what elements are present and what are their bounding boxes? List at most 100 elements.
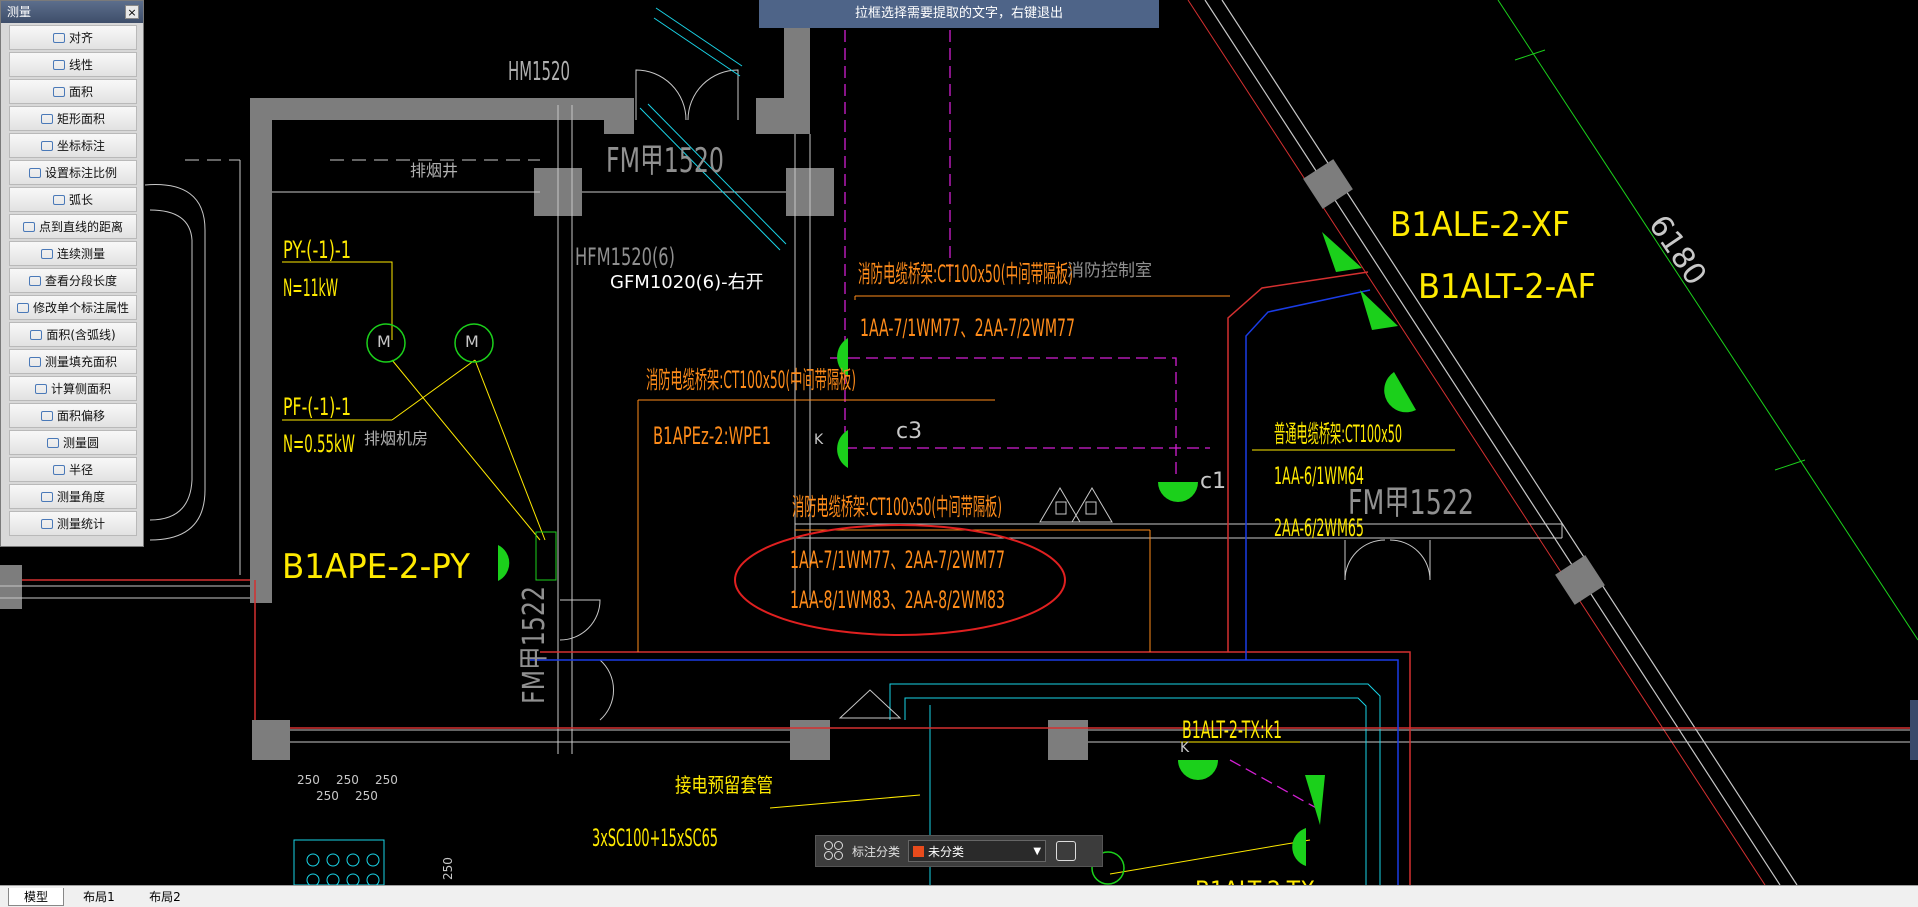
fan-power-py: N=11kW: [283, 274, 338, 302]
tool-arc-length-button[interactable]: 弧长: [9, 187, 137, 212]
angle-icon: [40, 491, 53, 502]
arc-icon: [52, 194, 65, 205]
tool-modify-button[interactable]: 修改单个标注属性: [9, 295, 137, 320]
label-k: K: [814, 432, 824, 448]
tool-label: 弧长: [68, 193, 93, 207]
fan-label-py: PY-(-1)-1: [283, 236, 351, 264]
annotation-category-toolbar: 标注分类 未分类 ▼: [815, 835, 1103, 867]
category-select[interactable]: 未分类 ▼: [908, 840, 1047, 862]
tab-layout1[interactable]: 布局1: [83, 890, 115, 904]
tool-label: 连续测量: [56, 247, 105, 261]
arc-area-icon: [30, 329, 43, 340]
room-label-smoke-shaft: 排烟井: [410, 161, 458, 180]
tool-align-button[interactable]: 对齐: [9, 25, 137, 50]
edit-icon[interactable]: [1056, 841, 1077, 861]
blue-tray-route: [530, 289, 1399, 885]
tool-arc-area-button[interactable]: 面积(含弧线): [9, 322, 137, 347]
column-block: [1303, 159, 1353, 209]
rect-area-icon: [40, 113, 53, 124]
tool-label: 点到直线的距离: [38, 220, 123, 234]
tool-continuous-button[interactable]: 连续测量: [9, 241, 137, 266]
normal-circuit-1: 1AA-6/1WM64: [1274, 462, 1364, 490]
motor-label: M: [465, 332, 479, 351]
tool-rect-area-button[interactable]: 矩形面积: [9, 106, 137, 131]
tool-segment-button[interactable]: 查看分段长度: [9, 268, 137, 293]
tool-label: 测量圆: [62, 436, 99, 450]
panel-label-b1apez: B1APEz-2:WPE1: [653, 422, 771, 450]
category-value: 未分类: [928, 844, 965, 859]
dimension-6180: 6180: [1641, 209, 1713, 292]
door-swing: [559, 69, 1431, 721]
tool-label: 查看分段长度: [44, 274, 117, 288]
palette-title-bar[interactable]: 测量 ×: [1, 1, 143, 23]
segment-icon: [28, 275, 41, 286]
hatch-symbols: [838, 487, 1113, 719]
normal-circuit-2: 2AA-6/2WM65: [1274, 514, 1364, 542]
tray-label-fire-3: 消防电缆桥架:CT100x50(中间带隔板): [792, 493, 1002, 521]
door-label-fm1522: FM甲1522: [1348, 483, 1474, 523]
panel-label-b1alt-tx: B1ALT-2-TX:k1: [1182, 716, 1282, 744]
tool-radius-button[interactable]: 半径: [9, 457, 137, 482]
tool-side-area-button[interactable]: 计算侧面积: [9, 376, 137, 401]
right-edge-handle[interactable]: [1910, 700, 1918, 760]
panel-label-b1ale: B1ALE-2-XF: [1390, 205, 1570, 245]
tab-model[interactable]: 模型: [8, 888, 64, 906]
measure-palette[interactable]: 测量 × 对齐 线性 面积 矩形面积 坐标标注 设置标注比例 弧长 点到直线的距…: [0, 0, 144, 547]
sleeve-grid: [293, 839, 385, 885]
sleeve-spec: 3xSC100+15xSC65: [592, 824, 718, 852]
tray-label-fire-1: 消防电缆桥架:CT100x50(中间带隔板): [858, 260, 1073, 288]
diagonal-red-line: [1187, 0, 1766, 885]
linear-icon: [52, 59, 65, 70]
circle-icon: [46, 437, 59, 448]
svg-text:250: 250: [336, 773, 359, 787]
label-c3: c3: [896, 419, 922, 444]
label-c1: c1: [1200, 469, 1226, 494]
panel-label-b1ape: B1APE-2-PY: [282, 547, 470, 587]
tool-scale-button[interactable]: 设置标注比例: [9, 160, 137, 185]
continuous-icon: [40, 248, 53, 259]
panel-label-b1alt-bottom: B1ALT-2-TX: [1195, 876, 1315, 885]
tool-label: 测量统计: [56, 517, 105, 531]
scale-icon: [28, 167, 41, 178]
column-block: [1555, 555, 1605, 605]
tool-label: 半径: [68, 463, 93, 477]
tool-circle-button[interactable]: 测量圆: [9, 430, 137, 455]
svg-text:250: 250: [355, 789, 378, 803]
fan-label-pf: PF-(-1)-1: [283, 393, 351, 421]
sleeve-label: 接电预留套管: [675, 773, 773, 797]
tab-layout2[interactable]: 布局2: [149, 890, 181, 904]
diagonal-wall: [1204, 0, 1798, 885]
tool-area-button[interactable]: 面积: [9, 79, 137, 104]
svg-text:250: 250: [297, 773, 320, 787]
close-button[interactable]: ×: [125, 5, 139, 19]
cad-drawing-canvas[interactable]: M M HM1520 排烟井 FM甲1520 HFM1520(6) GFM102…: [0, 0, 1918, 885]
tool-linear-button[interactable]: 线性: [9, 52, 137, 77]
radius-icon: [52, 464, 65, 475]
svg-text:250: 250: [375, 773, 398, 787]
tool-label: 测量填充面积: [44, 355, 117, 369]
tool-stats-button[interactable]: 测量统计: [9, 511, 137, 536]
coordinate-icon: [40, 140, 53, 151]
tool-angle-button[interactable]: 测量角度: [9, 484, 137, 509]
fill-area-icon: [28, 356, 41, 367]
red-tray-route: [22, 271, 1918, 885]
tool-coord-button[interactable]: 坐标标注: [9, 133, 137, 158]
motor-label: M: [377, 332, 391, 351]
category-color-swatch: [913, 845, 925, 857]
tool-label: 矩形面积: [56, 112, 105, 126]
tool-fill-area-button[interactable]: 测量填充面积: [9, 349, 137, 374]
door-label-gfm1020: GFM1020(6)-右开: [610, 272, 764, 293]
motor-symbol: [366, 323, 1125, 885]
cyan-lines: [639, 7, 1381, 885]
label-k-2: K: [1180, 740, 1190, 756]
tool-label: 测量角度: [56, 490, 105, 504]
circled-circuit-line2: 1AA-8/1WM83、2AA-8/2WM83: [790, 586, 1005, 614]
area-icon: [52, 86, 65, 97]
align-icon: [52, 32, 65, 43]
dimension-line-green: [1497, 0, 1918, 641]
magenta-circuit-lines: [830, 30, 1321, 811]
grid-icon[interactable]: [824, 841, 844, 861]
tool-label: 面积(含弧线): [46, 328, 116, 342]
tool-point-line-button[interactable]: 点到直线的距离: [9, 214, 137, 239]
tool-offset-button[interactable]: 面积偏移: [9, 403, 137, 428]
